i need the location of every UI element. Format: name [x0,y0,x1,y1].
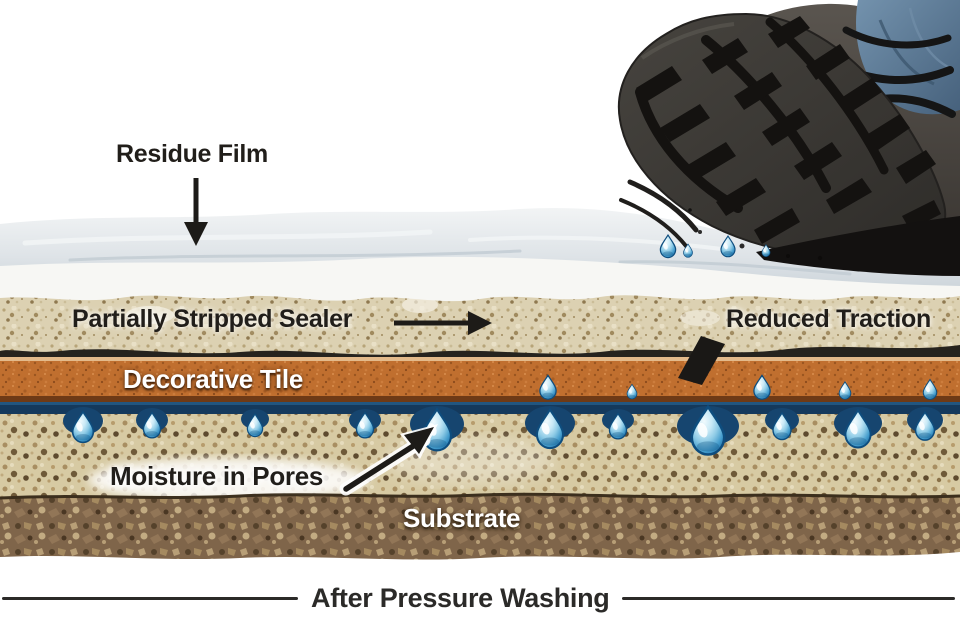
residue-drip-edge [0,256,960,302]
slip-motion-lines-icon [619,179,699,248]
moisture-in-pores-label: Moisture in Pores [110,461,324,491]
caption-rule-right [622,597,955,600]
partially-stripped-sealer-label: Partially Stripped Sealer [72,305,353,333]
substrate-layer [0,492,960,560]
residue-film-arrow-icon [184,178,208,246]
caption-rule-left [2,597,298,600]
caption-title: After Pressure Washing [311,583,610,613]
residue-film-label: Residue Film [116,140,268,168]
slip-diamond-marker [678,336,725,385]
dirt-speckles [688,208,823,261]
heel-contact-shadow [756,216,960,276]
sole-treads [635,16,941,244]
sealer-arrow-icon [394,311,492,335]
caption: After Pressure Washing [2,583,955,614]
boot-illustration [617,0,960,276]
tile-layer [0,357,960,403]
reduced-traction-label: Reduced Traction [726,305,931,333]
moisture-arrow-icon [339,424,438,496]
substrate-label: Substrate [403,503,521,533]
decorative-tile-label: Decorative Tile [123,364,304,394]
